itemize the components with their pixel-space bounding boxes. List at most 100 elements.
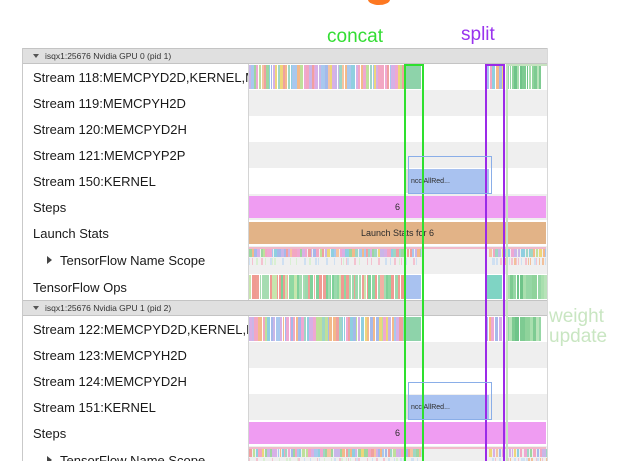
trace-event[interactable] — [281, 275, 283, 299]
trace-event[interactable] — [367, 449, 371, 457]
trace-event[interactable] — [318, 458, 321, 461]
trace-event[interactable] — [359, 258, 361, 265]
trace-event[interactable] — [250, 317, 253, 341]
trace-event[interactable] — [498, 449, 502, 457]
trace-event[interactable] — [545, 449, 547, 457]
trace-event[interactable] — [258, 317, 261, 341]
trace-event[interactable] — [373, 317, 376, 341]
trace-event[interactable] — [508, 258, 510, 265]
trace-event[interactable] — [409, 249, 413, 257]
trace-event[interactable] — [513, 258, 516, 265]
trace-event[interactable] — [513, 275, 517, 299]
trace-event[interactable] — [392, 449, 396, 457]
trace-event[interactable] — [363, 275, 367, 299]
track-row-label[interactable]: Steps — [23, 420, 249, 446]
trace-event[interactable] — [420, 249, 422, 257]
track-row[interactable]: Stream 120:MEMCPYD2H — [23, 116, 547, 142]
trace-event[interactable] — [301, 449, 306, 457]
trace-event[interactable] — [364, 249, 366, 257]
trace-event[interactable] — [271, 275, 274, 299]
trace-event[interactable] — [330, 65, 333, 89]
trace-event[interactable] — [265, 275, 267, 299]
trace-event[interactable] — [519, 65, 522, 89]
trace-event[interactable] — [376, 458, 379, 461]
trace-event[interactable] — [253, 249, 257, 257]
trace-event[interactable] — [270, 317, 274, 341]
trace-event[interactable] — [264, 449, 267, 457]
trace-event[interactable] — [343, 317, 346, 341]
trace-event[interactable] — [356, 458, 359, 461]
trace-event[interactable] — [413, 458, 415, 461]
trace-event[interactable] — [389, 258, 392, 265]
track-row[interactable]: Stream 121:MEMCPYP2P — [23, 142, 547, 168]
trace-event[interactable] — [249, 247, 546, 249]
track-row-lane[interactable]: 6 — [249, 420, 547, 446]
trace-event[interactable] — [348, 249, 352, 257]
track-row-label[interactable]: Stream 123:MEMCPYH2D — [23, 342, 249, 368]
trace-event[interactable] — [382, 458, 385, 461]
trace-event[interactable] — [520, 258, 522, 265]
trace-event[interactable] — [280, 65, 284, 89]
chevron-down-icon[interactable] — [33, 54, 39, 58]
trace-event[interactable] — [345, 258, 347, 265]
trace-event[interactable] — [334, 275, 337, 299]
trace-event[interactable] — [303, 65, 307, 89]
trace-event[interactable] — [519, 317, 523, 341]
trace-event[interactable] — [505, 258, 507, 265]
trace-event[interactable] — [345, 449, 348, 457]
trace-event[interactable] — [513, 458, 516, 461]
trace-event[interactable] — [380, 275, 384, 299]
trace-event[interactable] — [256, 275, 260, 299]
trace-event[interactable] — [252, 449, 256, 457]
trace-event[interactable] — [258, 65, 262, 89]
trace-event[interactable] — [507, 249, 511, 257]
trace-event[interactable] — [536, 65, 539, 89]
trace-event[interactable] — [345, 317, 348, 341]
track-row-label[interactable]: Steps — [23, 194, 249, 220]
trace-event[interactable] — [375, 317, 379, 341]
trace-event[interactable] — [512, 317, 515, 341]
trace-event[interactable] — [518, 249, 521, 257]
trace-event[interactable] — [526, 458, 528, 461]
trace-event[interactable] — [379, 449, 383, 457]
trace-event[interactable] — [295, 317, 299, 341]
trace-event[interactable] — [531, 275, 534, 299]
track-row-label[interactable]: Stream 124:MEMCPYD2H — [23, 368, 249, 394]
trace-event[interactable] — [279, 449, 282, 457]
trace-event[interactable] — [286, 275, 289, 299]
trace-event[interactable] — [517, 458, 520, 461]
trace-event[interactable] — [277, 449, 280, 457]
trace-event[interactable] — [339, 317, 342, 341]
track-row[interactable]: TensorFlow Name Scope — [23, 246, 547, 274]
trace-event[interactable] — [303, 258, 306, 265]
trace-event[interactable] — [486, 275, 502, 299]
trace-event[interactable] — [353, 317, 356, 341]
trace-event[interactable] — [325, 65, 328, 89]
trace-event[interactable] — [514, 317, 517, 341]
trace-event[interactable] — [290, 249, 292, 257]
trace-event[interactable] — [281, 449, 284, 457]
track-row-lane[interactable] — [249, 316, 547, 342]
trace-event[interactable] — [307, 249, 311, 257]
trace-event[interactable] — [341, 65, 345, 89]
trace-event[interactable] — [517, 258, 519, 265]
trace-event[interactable] — [378, 65, 382, 89]
trace-event[interactable] — [295, 258, 297, 265]
trace-event[interactable] — [396, 449, 399, 457]
trace-event[interactable] — [249, 458, 251, 461]
trace-event[interactable] — [261, 65, 264, 89]
trace-event[interactable] — [499, 458, 502, 461]
trace-event[interactable] — [539, 65, 541, 89]
trace-event[interactable] — [354, 249, 359, 257]
trace-event[interactable] — [527, 449, 530, 457]
trace-event[interactable] — [391, 317, 395, 341]
trace-event[interactable] — [494, 317, 499, 341]
trace-event[interactable] — [304, 458, 306, 461]
trace-event[interactable] — [280, 249, 284, 257]
trace-event[interactable] — [312, 65, 314, 89]
trace-event[interactable] — [410, 449, 414, 457]
track-row-label[interactable]: TensorFlow Ops — [23, 274, 249, 300]
trace-event[interactable] — [292, 317, 296, 341]
